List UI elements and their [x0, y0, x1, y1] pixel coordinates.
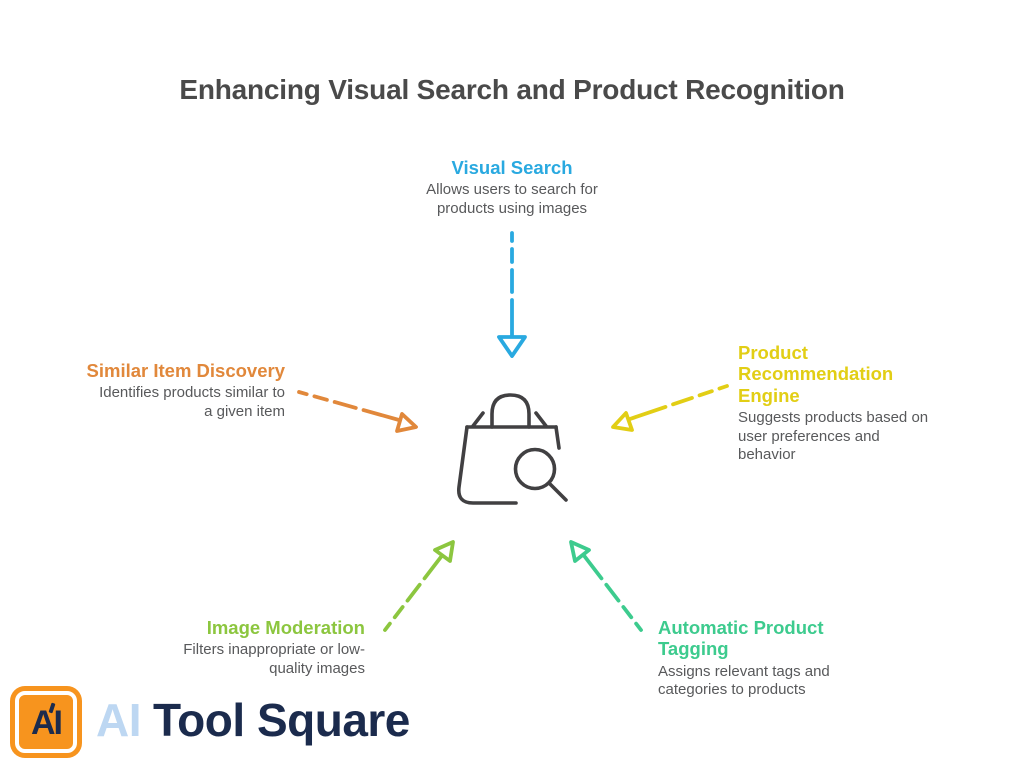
- node-product-recommendation-engine-description: Suggests products based on user preferen…: [738, 409, 929, 463]
- node-product-recommendation-engine: Product Recommendation Engine Suggests p…: [738, 342, 946, 464]
- node-product-recommendation-engine-label: Product Recommendation Engine: [738, 342, 894, 406]
- bag-handle: [490, 393, 531, 429]
- arrow-similar-item-discovery: [297, 390, 418, 433]
- node-similar-item-discovery-description: Identifies products similar to a given i…: [99, 384, 285, 420]
- node-visual-search: Visual Search Allows users to search for…: [412, 157, 612, 218]
- arrow-automatic-product-tagging: [569, 540, 643, 632]
- node-automatic-product-tagging-label: Automatic Product Tagging: [658, 617, 824, 660]
- node-visual-search-description: Allows users to search for products usin…: [426, 181, 598, 217]
- magnifier-lens: [513, 447, 557, 491]
- page-title: Enhancing Visual Search and Product Reco…: [179, 74, 845, 105]
- node-similar-item-discovery-label: Similar Item Discovery: [86, 360, 285, 381]
- node-automatic-product-tagging-description: Assigns relevant tags and categories to …: [658, 662, 830, 699]
- bag-rim-flick-right: [534, 411, 548, 428]
- arrow-visual-search: [497, 231, 527, 358]
- shopping-bag-search-icon: [456, 393, 568, 505]
- node-image-moderation-label: Image Moderation: [206, 617, 365, 638]
- node-automatic-product-tagging: Automatic Product Tagging Assigns releva…: [658, 617, 858, 700]
- logo-badge-frame: AI: [15, 691, 77, 753]
- bag-body: [456, 425, 518, 505]
- logo-badge: AI: [10, 686, 82, 758]
- arrow-image-moderation: [383, 540, 455, 632]
- arrow-product-recommendation-engine: [611, 384, 729, 432]
- node-image-moderation: Image Moderation Filters inappropriate o…: [139, 617, 365, 678]
- bag-right-side: [554, 425, 561, 450]
- brand-name-ai: AI: [96, 694, 142, 746]
- node-image-moderation-description: Filters inappropriate or low- quality im…: [183, 641, 365, 677]
- node-similar-item-discovery: Similar Item Discovery Identifies produc…: [59, 360, 285, 421]
- brand-name-tool-square: Tool Square: [153, 694, 410, 746]
- bag-rim-flick-left: [471, 411, 485, 428]
- node-visual-search-label: Visual Search: [451, 157, 573, 178]
- magnifier-handle: [547, 481, 568, 502]
- logo-badge-text: AI: [31, 703, 63, 742]
